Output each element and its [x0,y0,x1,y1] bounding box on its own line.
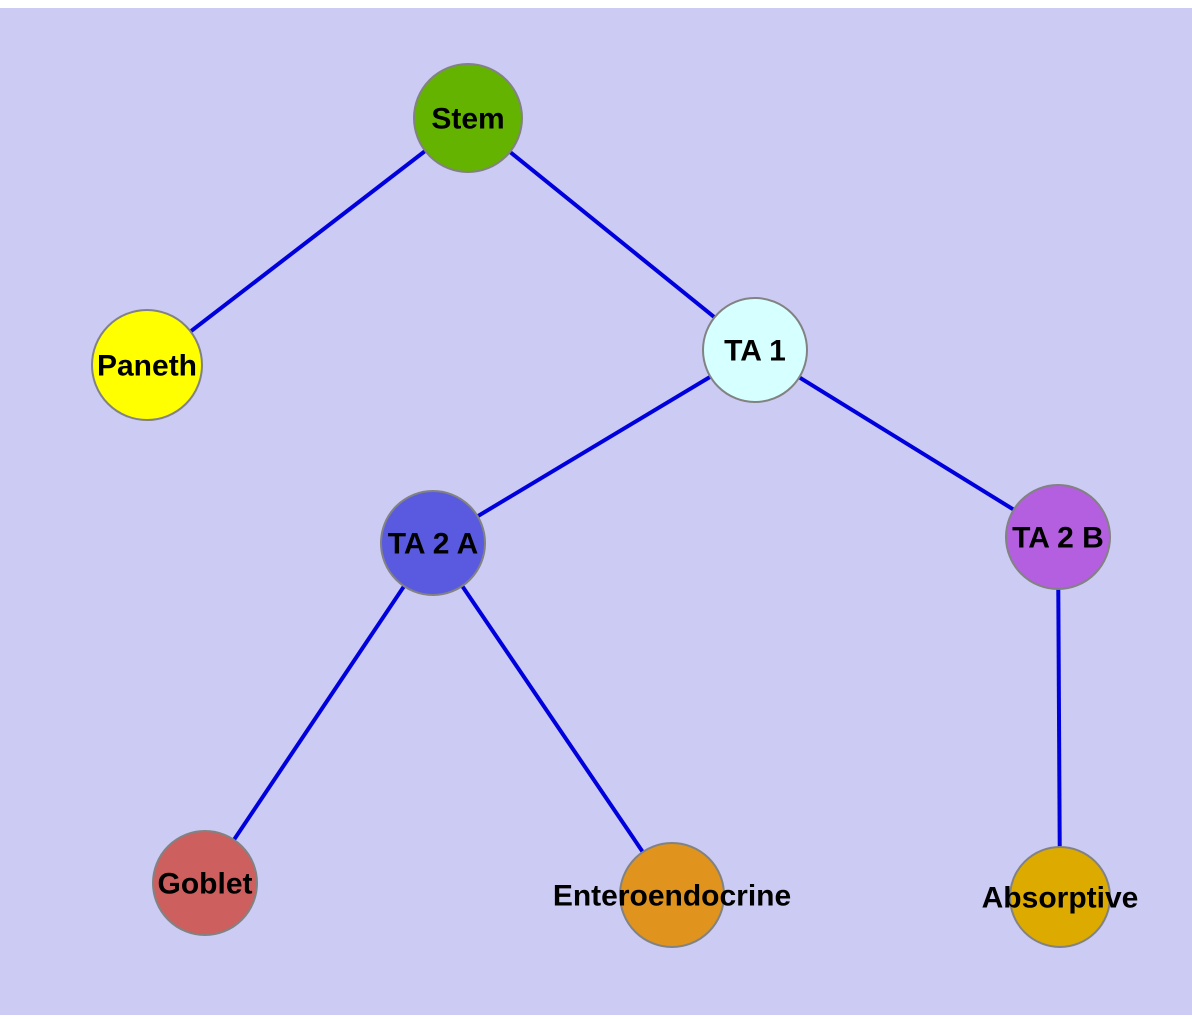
edge-ta2b-absorptive [1056,536,1062,898]
edge-ta1-ta2a [431,348,757,545]
edge-ta2a-goblet [203,541,435,885]
node-paneth [91,309,203,421]
edge-stem-paneth [145,116,470,367]
node-ta1 [702,297,808,403]
edge-ta1-ta2b [753,348,1060,539]
node-absorptive [1009,846,1111,948]
edge-ta2a-enteroendocrine [431,541,674,897]
node-stem [413,63,523,173]
node-enteroendocrine [619,842,725,948]
edges-layer [145,116,1062,898]
node-goblet [152,830,258,936]
node-ta2a [380,490,486,596]
node-ta2b [1005,484,1111,590]
edge-stem-ta1 [466,116,757,352]
nodes-layer [91,63,1111,948]
